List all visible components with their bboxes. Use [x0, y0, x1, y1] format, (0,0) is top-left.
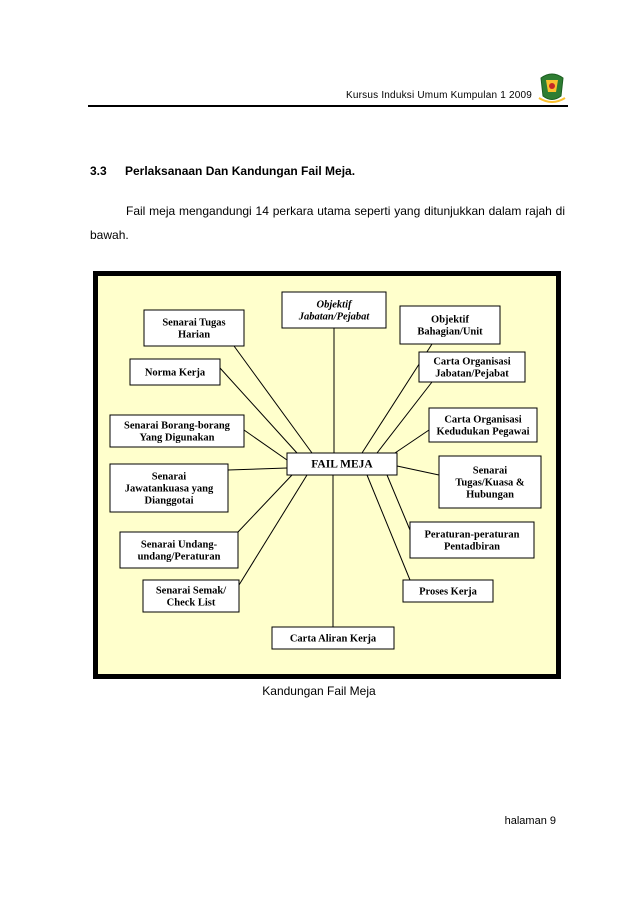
- node-carta-organisasi-kedudukan-label-1: Carta Organisasi: [444, 415, 521, 426]
- node-proses-kerja-label-1: Proses Kerja: [419, 587, 478, 598]
- body-paragraph: Fail meja mengandungi 14 perkara utama s…: [90, 204, 565, 242]
- node-carta-organisasi-jabatan-box: [418, 351, 526, 383]
- node-senarai-semak-box: [142, 579, 240, 613]
- node-senarai-semak-label-1: Senarai Semak/: [156, 586, 227, 597]
- connector-carta-organisasi-jabatan: [376, 381, 433, 454]
- node-senarai-undang: Senarai Undang-undang/Peraturan: [119, 531, 239, 569]
- node-senarai-semak-label-2: Check List: [167, 598, 216, 609]
- node-carta-aliran-kerja: Carta Aliran Kerja: [271, 626, 395, 650]
- connector-senarai-semak: [238, 474, 308, 586]
- header-rule: [88, 105, 568, 107]
- node-senarai-borang-label-2: Yang Digunakan: [140, 433, 215, 444]
- node-senarai-borang-box: [109, 414, 245, 448]
- node-peraturan-pentadbiran-label-2: Pentadbiran: [444, 542, 500, 553]
- section-number: 3.3: [90, 164, 107, 178]
- node-norma-kerja-label-1: Norma Kerja: [145, 368, 206, 379]
- connector-norma-kerja: [219, 367, 298, 454]
- node-proses-kerja-box: [402, 579, 494, 603]
- node-senarai-tugas-harian-box: [143, 309, 245, 347]
- node-senarai-jawatankuasa-label-3: Dianggotai: [144, 496, 193, 507]
- center-node: FAIL MEJA: [286, 452, 398, 476]
- node-carta-organisasi-jabatan-label-1: Carta Organisasi: [433, 357, 510, 368]
- node-peraturan-pentadbiran-box: [409, 521, 535, 559]
- center-box: [286, 452, 398, 476]
- node-senarai-undang-label-2: undang/Peraturan: [138, 552, 221, 563]
- node-carta-aliran-kerja-box: [271, 626, 395, 650]
- node-objektif-jabatan-label-1: Objektif: [317, 300, 353, 311]
- node-peraturan-pentadbiran-label-1: Peraturan-peraturan: [424, 530, 519, 541]
- node-objektif-bahagian-box: [399, 305, 501, 345]
- node-senarai-borang-label-1: Senarai Borang-borang: [124, 421, 231, 432]
- connector-senarai-tugas-kuasa: [396, 465, 440, 476]
- crest-logo-icon: [538, 73, 566, 103]
- node-senarai-tugas-kuasa-label-3: Hubungan: [466, 490, 514, 501]
- node-objektif-jabatan-box: [281, 291, 387, 329]
- connector-senarai-borang: [243, 429, 288, 461]
- connector-senarai-tugas-harian: [233, 345, 313, 454]
- section-title: Perlaksanaan Dan Kandungan Fail Meja.: [125, 164, 356, 178]
- node-senarai-jawatankuasa-label-1: Senarai: [152, 472, 187, 483]
- node-senarai-semak: Senarai Semak/Check List: [142, 579, 240, 613]
- node-senarai-jawatankuasa-box: [109, 463, 229, 513]
- node-senarai-tugas-harian-label-2: Harian: [178, 330, 210, 341]
- node-senarai-tugas-kuasa-label-2: Tugas/Kuasa &: [455, 478, 525, 489]
- node-senarai-jawatankuasa-label-2: Jawatankuasa yang: [125, 484, 214, 495]
- node-senarai-tugas-kuasa-box: [438, 455, 542, 509]
- figure-caption: Kandungan Fail Meja: [262, 684, 376, 698]
- connector-proses-kerja: [366, 474, 411, 581]
- node-norma-kerja-box: [129, 358, 221, 386]
- node-carta-organisasi-jabatan-label-2: Jabatan/Pejabat: [435, 369, 509, 380]
- node-carta-organisasi-kedudukan-label-2: Kedudukan Pegawai: [436, 427, 529, 438]
- node-carta-organisasi-kedudukan-box: [428, 407, 538, 443]
- node-senarai-undang-label-1: Senarai Undang-: [141, 540, 218, 551]
- node-norma-kerja: Norma Kerja: [129, 358, 221, 386]
- node-senarai-tugas-harian-label-1: Senarai Tugas: [162, 318, 225, 329]
- node-senarai-undang-box: [119, 531, 239, 569]
- center-label-1: FAIL MEJA: [311, 459, 373, 471]
- connector-senarai-undang: [237, 474, 293, 533]
- connector-carta-organisasi-kedudukan: [391, 429, 430, 456]
- header-title: Kursus Induksi Umum Kumpulan 1 2009: [346, 90, 532, 101]
- node-objektif-bahagian-label-2: Bahagian/Unit: [417, 327, 483, 338]
- node-objektif-jabatan-label-2: Jabatan/Pejabat: [298, 312, 371, 323]
- node-proses-kerja: Proses Kerja: [402, 579, 494, 603]
- connector-peraturan-pentadbiran: [386, 474, 411, 531]
- node-senarai-tugas-kuasa-label-1: Senarai: [473, 466, 508, 477]
- node-carta-aliran-kerja-label-1: Carta Aliran Kerja: [290, 634, 377, 645]
- page-number: halaman 9: [504, 815, 556, 827]
- connector-senarai-jawatankuasa: [227, 467, 288, 471]
- node-objektif-bahagian-label-1: Objektif: [431, 315, 469, 326]
